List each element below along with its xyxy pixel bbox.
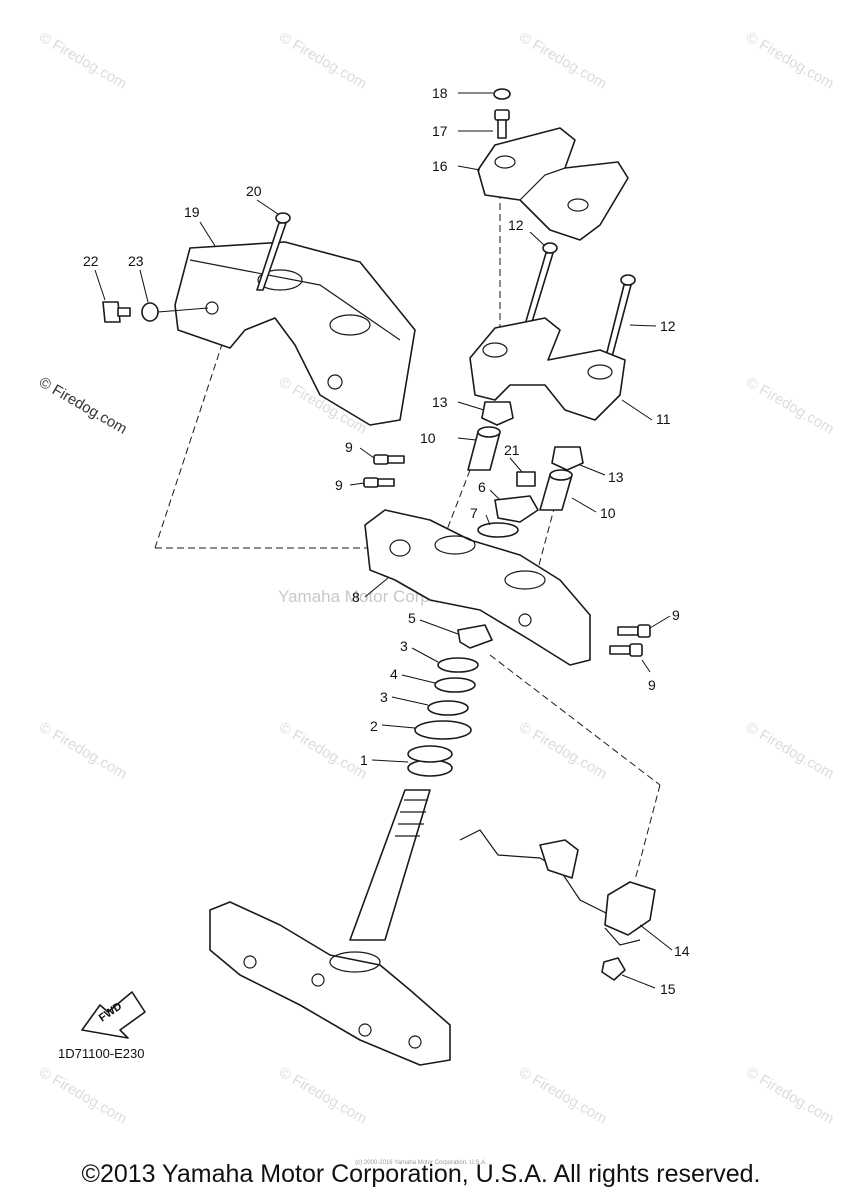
callout-7: 7	[470, 505, 478, 521]
nut-13-left	[481, 401, 514, 426]
callout-4: 4	[390, 666, 398, 682]
bolt-22	[102, 301, 131, 323]
callout-labels: 1 2 3 3 4 5 6 7 8 9 9 9 9 10 10 11 12 12…	[83, 85, 690, 997]
callout-leaders	[94, 92, 673, 989]
watermark: © Firedog.com	[276, 719, 370, 783]
copyright-notice: ©2013 Yamaha Motor Corporation, U.S.A. A…	[81, 1160, 761, 1188]
callout-5: 5	[408, 610, 416, 626]
callout-13: 13	[608, 469, 624, 485]
washer-5	[457, 624, 493, 649]
bolt-20	[256, 212, 291, 291]
bearing-1	[407, 745, 453, 777]
cap-18	[493, 88, 511, 100]
callout-19: 19	[184, 204, 200, 220]
watermark: © Firedog.com	[743, 719, 837, 783]
ring-nut-3-upper	[437, 657, 479, 673]
spacer-10-left	[467, 426, 501, 471]
callout-9: 9	[672, 607, 680, 623]
callout-20: 20	[246, 183, 262, 199]
bolt-9-d	[609, 643, 643, 657]
nut-15	[601, 957, 626, 981]
callout-8: 8	[352, 589, 360, 605]
callout-11: 11	[656, 411, 671, 427]
watermark: © Firedog.com	[516, 1064, 610, 1128]
tiny-copyright: (c) 2000-2016 Yamaha Motor Corporation, …	[355, 1160, 487, 1166]
bolt-9-b	[363, 477, 395, 488]
spacer-10-right	[539, 469, 573, 511]
callout-3: 3	[400, 638, 408, 654]
bearing-2	[414, 720, 472, 740]
callout-9: 9	[648, 677, 656, 693]
watermark: © Firedog.com	[36, 719, 130, 783]
callout-18: 18	[432, 85, 448, 101]
washer-21	[516, 471, 536, 487]
watermark: © Firedog.com	[743, 29, 837, 93]
watermark: © Firedog.com	[516, 29, 610, 93]
side-watermark: © Firedog.com	[36, 374, 130, 438]
ring-nut-3-lower	[427, 700, 469, 716]
watermark: © Firedog.com	[276, 29, 370, 93]
nut-6	[494, 495, 539, 523]
callout-12: 12	[508, 217, 524, 233]
callout-6: 6	[478, 479, 486, 495]
assembly-lines	[154, 170, 661, 881]
watermark: © Firedog.com	[276, 1064, 370, 1128]
forward-arrow: FWD	[81, 991, 146, 1039]
callout-17: 17	[432, 123, 448, 139]
callout-10: 10	[420, 430, 436, 446]
cable-guide	[459, 829, 656, 946]
callout-3: 3	[380, 689, 388, 705]
handlebar-lower-holder	[469, 317, 626, 421]
callout-9: 9	[335, 477, 343, 493]
washer-23	[141, 302, 159, 322]
callout-16: 16	[432, 158, 448, 174]
upper-bracket	[364, 509, 591, 666]
under-bracket	[209, 789, 451, 1066]
callout-1: 1	[360, 752, 368, 768]
washer-4	[434, 677, 476, 693]
callout-15: 15	[660, 981, 676, 997]
handlebar-upper-holder	[477, 127, 629, 241]
callout-13: 13	[432, 394, 448, 410]
callout-12: 12	[660, 318, 676, 334]
watermark: © Firedog.com	[36, 1064, 130, 1128]
callout-2: 2	[370, 718, 378, 734]
callout-14: 14	[674, 943, 690, 959]
handlebar-cover	[174, 241, 416, 426]
watermark: © Firedog.com	[516, 719, 610, 783]
callout-9: 9	[345, 439, 353, 455]
callout-10: 10	[600, 505, 616, 521]
washer-7	[477, 522, 519, 538]
bolt-9-c	[617, 624, 651, 638]
diagram-code: 1D71100-E230	[58, 1046, 145, 1061]
bolt-17	[494, 109, 510, 139]
bolt-9-a	[373, 454, 405, 465]
watermark: © Firedog.com	[743, 374, 837, 438]
callout-21: 21	[504, 442, 520, 458]
watermark: © Firedog.com	[743, 1064, 837, 1128]
callout-23: 23	[128, 253, 144, 269]
callout-22: 22	[83, 253, 99, 269]
nut-13-right	[551, 446, 584, 471]
watermark: © Firedog.com	[36, 29, 130, 93]
